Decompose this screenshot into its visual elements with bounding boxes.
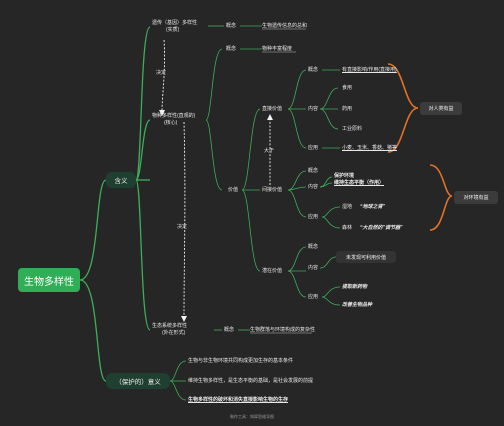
ecosystem-label: 生态系统多样性 — [152, 323, 188, 329]
environment-benefit-bubble[interactable]: 对环境有益 — [454, 191, 498, 204]
potential-application: 应用 — [308, 294, 319, 300]
indirect-app-forest-note: “大自然的”调节器” — [360, 225, 403, 231]
indirect-application: 应用 — [308, 214, 319, 220]
potential-app-medicine: 提取新药物 — [342, 284, 368, 290]
arrow-label-determine: 决定 — [156, 70, 167, 76]
meaning-node[interactable]: 含义 — [106, 172, 136, 188]
ecosystem-sub: (外在形式) — [162, 330, 186, 336]
indirect-content-protect: 保护环境 — [334, 173, 355, 179]
indirect-app-wetland-note: “地球之肾” — [360, 204, 386, 210]
potential-concept-box[interactable]: 未发现可利用价值 — [336, 251, 396, 263]
indirect-content-balance: 维持生态平衡（作用） — [334, 180, 385, 186]
human-benefit-bubble[interactable]: 对人类有益 — [420, 102, 462, 115]
significance-item: 生物与非生物环境共同构成更加生存的基本条件 — [188, 358, 294, 364]
genetic-concept: 概念 — [226, 23, 237, 29]
genetic-sub: (实质) — [166, 27, 180, 33]
arrow-label-greater: 大于 — [264, 148, 275, 154]
direct-item-food: 食用 — [342, 85, 353, 91]
significance-item: 维持生物多样性，是生态平衡的基础，是社会发展的前提 — [188, 378, 314, 384]
significance-node[interactable]: （保护的）意义 — [106, 373, 170, 389]
direct-concept: 概念 — [308, 67, 319, 73]
ecosystem-concept: 概念 — [224, 327, 235, 333]
genetic-concept-text: 生物遗传信息的总和 — [262, 23, 308, 29]
arrow-label-decide: 决定 — [177, 224, 188, 230]
significance-item: 生物多样性的破坏和消失直接影响生物的生存 — [188, 397, 289, 403]
indirect-value-label: 间接价值 — [262, 187, 283, 193]
potential-value-label: 潜在价值 — [262, 268, 283, 274]
potential-concept: 概念 — [308, 244, 319, 250]
direct-item-industrial: 工业原料 — [342, 126, 363, 132]
direct-content: 内容 — [308, 106, 319, 112]
indirect-app-wetland: 湿地 — [342, 204, 353, 210]
ecosystem-concept-text: 生物群落与环境构成的复杂性 — [250, 327, 316, 333]
species-sub: (核心) — [164, 120, 178, 126]
indirect-app-forest: 森林 — [342, 225, 353, 231]
footer-credit: 制作工具：知犀思维导图 — [230, 414, 274, 419]
direct-application-text: 小麦、玉米、香菇、猪等 — [342, 145, 398, 151]
direct-item-medicine: 药用 — [342, 106, 353, 112]
species-concept: 概念 — [226, 46, 237, 52]
direct-value-label: 直接价值 — [262, 106, 283, 112]
value-label: 价值 — [228, 187, 239, 193]
indirect-content: 内容 — [308, 184, 319, 190]
genetic-label: 遗传（基因）多样性 — [152, 20, 198, 26]
potential-app-breed: 改善生物品种 — [342, 302, 373, 308]
direct-concept-text: 有直接影响/作用(直接用) — [342, 67, 397, 73]
species-concept-text: 物种丰富程度 — [262, 46, 293, 52]
indirect-concept: 概念 — [308, 168, 319, 174]
direct-application: 应用 — [308, 145, 319, 151]
root-node[interactable]: 生物多样性 — [18, 268, 80, 292]
species-label: 物种多样性(直观的) — [152, 113, 196, 119]
potential-content: 内容 — [308, 265, 319, 271]
